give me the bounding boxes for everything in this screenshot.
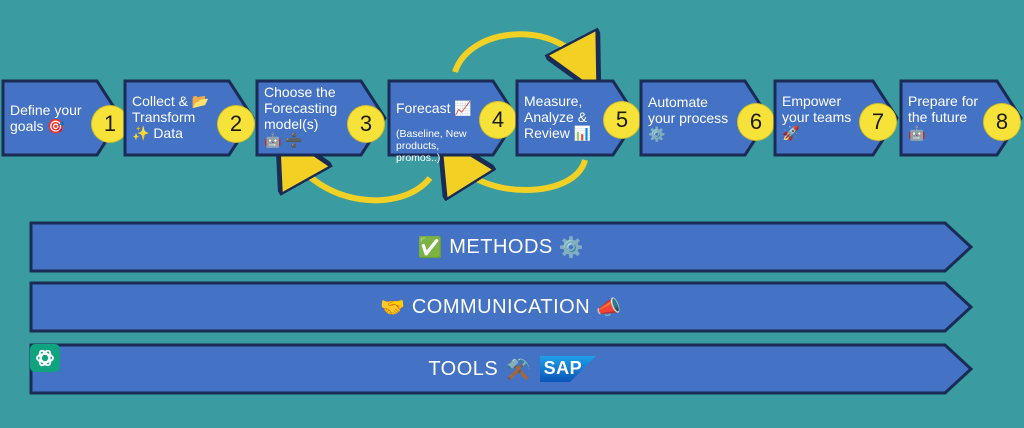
step-4-title: Forecast 📈 (396, 100, 472, 116)
step-3-badge: 3 (348, 106, 384, 142)
arrow-5-to-3-bottom (292, 155, 433, 204)
step-2: Collect & 📂 Transform ✨ Data 2 (123, 79, 255, 157)
step-7-label: Empower your teams 🚀 (782, 93, 852, 141)
step-7: Empower your teams 🚀 7 (773, 79, 899, 157)
gear-icon: ⚙️ (558, 236, 585, 259)
arrow-5-to-4-bottom (455, 160, 588, 190)
check-icon: ✅ (417, 236, 444, 259)
tools-label: TOOLS (428, 357, 499, 380)
communication-label: COMMUNICATION (411, 295, 591, 318)
tools-band: TOOLS ⚒️ SAP (29, 343, 974, 395)
step-4-label: (Baseline, New products, promos..) (396, 128, 467, 164)
methods-label: METHODS (449, 235, 553, 258)
step-6-label: Automate your process ⚙️ (648, 94, 729, 142)
step-1-label: Define your goals 🎯 (10, 102, 82, 134)
methods-label-row: ✅ METHODS ⚙️ (30, 222, 972, 272)
tools-band-shape (29, 343, 974, 395)
step-7-badge: 7 (860, 104, 896, 140)
methods-band-shape (29, 221, 974, 273)
chatgpt-icon (30, 344, 60, 372)
step-1: Define your goals 🎯 1 (1, 79, 128, 157)
step-2-label: Collect & 📂 Transform ✨ Data (132, 93, 210, 141)
communication-band-shape (29, 281, 974, 333)
hammer-pick-icon: ⚒️ (506, 358, 532, 381)
step-8-badge: 8 (984, 104, 1020, 140)
step-5: Measure, Analyze & Review 📊 5 (515, 79, 640, 157)
step-5-badge: 5 (604, 102, 640, 138)
step-3-label: Choose the Forecasting model(s) 🤖 ➗ (264, 84, 338, 148)
megaphone-icon: 📣 (596, 296, 622, 319)
step-1-badge: 1 (92, 106, 128, 142)
step-5-label: Measure, Analyze & Review 📊 (524, 93, 592, 141)
step-8-label: Prepare for the future 🤖 (908, 93, 979, 141)
step-6-badge: 6 (738, 104, 774, 140)
handshake-icon: 🤝 (380, 296, 406, 319)
step-4: Forecast 📈 (Baseline, New products, prom… (387, 79, 519, 164)
arrow-4-to-5-top (452, 34, 585, 72)
communication-band: 🤝 COMMUNICATION 📣 (29, 281, 974, 333)
tools-label-row: TOOLS ⚒️ SAP (30, 344, 972, 394)
communication-label-row: 🤝 COMMUNICATION 📣 (30, 282, 972, 332)
step-4-label-wrap: Forecast 📈 (Baseline, New products, prom… (396, 88, 472, 164)
step-3: Choose the Forecasting model(s) 🤖 ➗ 3 (255, 79, 387, 157)
step-2-badge: 2 (218, 106, 254, 142)
sap-logo: SAP (539, 356, 596, 382)
sap-label: SAP (543, 358, 583, 378)
methods-band: ✅ METHODS ⚙️ (29, 221, 974, 273)
step-6: Automate your process ⚙️ 6 (639, 79, 774, 157)
step-8: Prepare for the future 🤖 8 (899, 79, 1023, 157)
step-4-badge: 4 (480, 102, 516, 138)
